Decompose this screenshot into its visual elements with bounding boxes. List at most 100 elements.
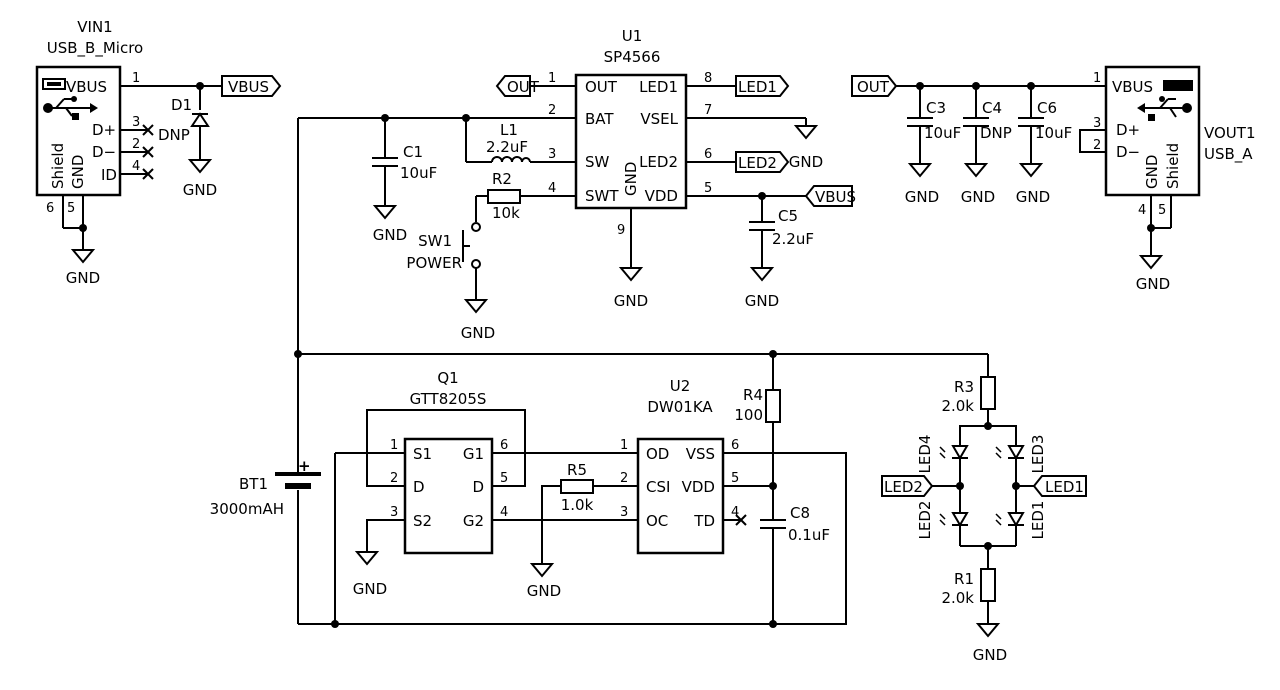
vin1-pin-vbus: VBUS: [66, 78, 107, 96]
u1-pinnum-2: 2: [548, 103, 556, 118]
gnd-label: GND: [353, 580, 387, 598]
led2-net-label: [881, 475, 934, 497]
c8-value: 0.1uF: [788, 526, 830, 544]
vout1-pinnum-vbus: 1: [1093, 71, 1101, 86]
r3-ref: R3: [954, 378, 974, 396]
vin1-pin-shield: Shield: [49, 143, 67, 189]
vout1-pinnum-shield: 5: [1158, 203, 1166, 218]
usb-trident-icon: [43, 96, 98, 120]
q1-pin-d-right: D: [472, 478, 484, 496]
q1-pinnum-4: 4: [500, 505, 508, 520]
led2-ref: LED2: [916, 501, 934, 540]
output-caps: OUT GND C3 10uF GND C4 DNP GND C6 10uF: [851, 75, 1106, 206]
led3: LED3: [995, 435, 1047, 486]
vout1-pin-gnd: GND: [1143, 155, 1161, 189]
c5-ref: C5: [778, 207, 798, 225]
u2-pinnum-4: 4: [731, 505, 739, 520]
u1-pin-swt: SWT: [585, 187, 619, 205]
led-bridge: R3 2.0k LED4 LED3 LED2: [881, 354, 1087, 664]
vout1-pin-vbus: VBUS: [1112, 78, 1153, 96]
gnd-label: GND: [183, 181, 217, 199]
vout1-pinnum-gnd: 4: [1138, 203, 1146, 218]
u1-pinnum-6: 6: [704, 147, 712, 162]
vin1-pinnum-dm: 2: [132, 137, 140, 152]
battery-rail: [294, 118, 988, 628]
vbus-net-label: [804, 185, 853, 207]
sw1-switch: GND SW1 POWER: [406, 222, 495, 342]
u1-ic: U1 SP4566 OUT BAT SW SWT LED1 VSEL LED2 …: [298, 27, 856, 310]
c1-ref: C1: [403, 143, 423, 161]
bt1-plus: +: [298, 457, 311, 475]
q1-pinnum-5: 5: [500, 471, 508, 486]
led1: LED1: [995, 486, 1047, 546]
vin1-connector: VIN1 USB_B_Micro VBUS D+ D− ID GND Shiel…: [35, 18, 200, 287]
r5-resistor: R5 1.0k GND: [527, 461, 638, 600]
vin1-pinnum-shield: 6: [46, 201, 54, 216]
q1-pin-g1: G1: [463, 445, 484, 463]
out-net-label-text: OUT: [507, 78, 540, 96]
vin1-value: USB_B_Micro: [47, 39, 143, 58]
gnd-label: GND: [1136, 275, 1170, 293]
r2-value: 10k: [492, 204, 520, 222]
q1-body: [403, 437, 494, 555]
q1-pin-g2: G2: [463, 512, 484, 530]
sw1-ref: SW1: [418, 232, 452, 250]
u1-pin-led2: LED2: [639, 153, 678, 171]
vout1-value: USB_A: [1204, 145, 1253, 164]
gnd-label: GND: [66, 269, 100, 287]
out-net-label: [495, 75, 531, 97]
gnd-label: GND: [905, 188, 939, 206]
l1-ref: L1: [500, 121, 518, 139]
q1-pin-s1: S1: [413, 445, 432, 463]
vin1-pin-dm: D−: [92, 143, 116, 161]
vout1-pinnum-dm: 2: [1093, 138, 1101, 153]
vout1-pin-dm: D−: [1116, 143, 1140, 161]
gnd-label: GND: [1016, 188, 1050, 206]
u2-pin-vss: VSS: [686, 445, 715, 463]
u1-pinnum-7: 7: [704, 103, 712, 118]
u1-pin-vsel: VSEL: [640, 110, 678, 128]
gnd-symbol-icon: [372, 205, 398, 220]
gnd-symbol-icon: [907, 163, 933, 178]
c8-ref: C8: [790, 504, 810, 522]
u1-pin-gnd: GND: [622, 162, 640, 196]
gnd-label: GND: [461, 324, 495, 342]
usb-micro-icon: [42, 78, 66, 90]
u1-pinnum-3: 3: [548, 147, 556, 162]
l1-value: 2.2uF: [486, 138, 528, 156]
vout1-connector: VBUS D+ D− GND Shield VOUT1 USB_A 1 3 2 …: [1079, 65, 1256, 293]
u2-pinnum-5: 5: [731, 471, 739, 486]
c3-ref: C3: [926, 99, 946, 117]
r4-ref: R4: [743, 386, 763, 404]
gnd-symbol-icon: [187, 159, 213, 174]
u1-pinnum-4: 4: [548, 181, 556, 196]
gnd-label: GND: [973, 646, 1007, 664]
u1-pinnum-8: 8: [704, 71, 712, 86]
led2-net-label-text: LED2: [884, 478, 923, 496]
u1-pin-led1: LED1: [639, 78, 678, 96]
bt1-ref: BT1: [239, 475, 268, 493]
l1-inductor: L1 2.2uF: [462, 114, 531, 163]
gnd-label: GND: [961, 188, 995, 206]
vin1-ref: VIN1: [77, 18, 112, 36]
u2-pin-vdd: VDD: [682, 478, 715, 496]
vin1-pinnum-dp: 3: [132, 115, 140, 130]
no-connect-icon: [735, 514, 747, 526]
out-net-label: [851, 75, 898, 97]
u1-value: SP4566: [604, 48, 661, 66]
q1-pinnum-3: 3: [390, 505, 398, 520]
q1-pin-s2: S2: [413, 512, 432, 530]
vout1-pinnum-dp: 3: [1093, 116, 1101, 131]
r2-ref: R2: [492, 170, 512, 188]
gnd-symbol-icon: [963, 163, 989, 178]
u1-pin-vdd: VDD: [645, 187, 678, 205]
u2-pinnum-1: 1: [620, 438, 628, 453]
led1-net-label-text: LED1: [1045, 478, 1084, 496]
led1-net-label-text: LED1: [738, 78, 777, 96]
c5-value: 2.2uF: [772, 230, 814, 248]
q1-mosfet: Q1 GTT8205S S1 D S2 G1 D G2 1 2 3 6 5 4 …: [334, 369, 638, 624]
u2-pin-oc: OC: [646, 512, 668, 530]
gnd-symbol-icon: [529, 563, 555, 578]
r1-value: 2.0k: [941, 589, 974, 607]
